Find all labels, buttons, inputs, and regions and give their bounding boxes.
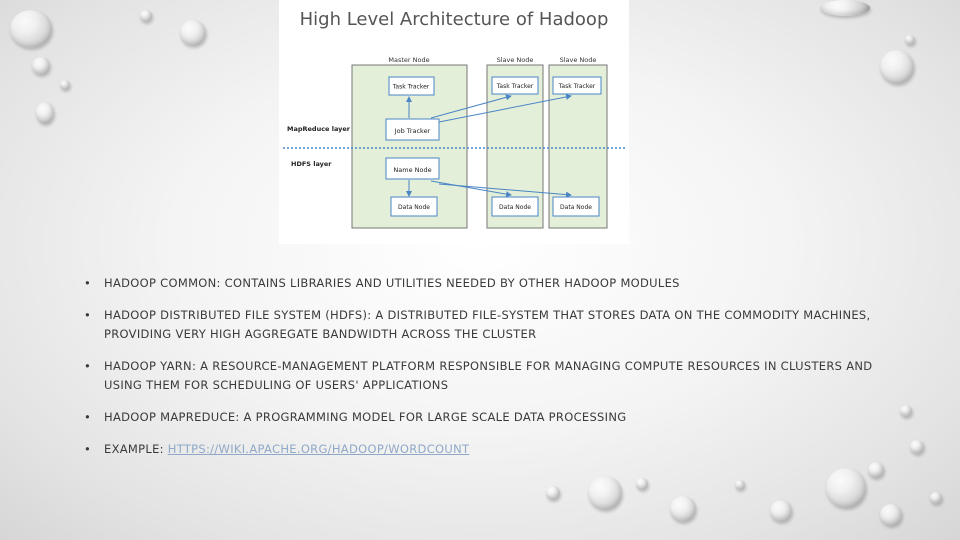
slave2-datanode-box (552, 196, 600, 217)
master-node-label: Master Node (388, 56, 429, 64)
diagram-canvas: Master Node Slave Node Slave Node MapRed… (283, 56, 625, 229)
jobtracker-label: Job Tracker (394, 127, 431, 135)
water-drop-decoration (546, 486, 560, 500)
slave-node-label-2: Slave Node (560, 56, 597, 64)
bullet-text: Hadoop Distributed File System (HDFS): a… (104, 308, 871, 341)
water-drop-decoration (180, 20, 206, 46)
namenode-box (385, 157, 440, 180)
water-drop-decoration (10, 10, 52, 48)
bullet-item-yarn: • Hadoop YARN: a resource-management pla… (84, 357, 904, 395)
slave1-datanode-box (491, 196, 539, 217)
water-drop-decoration (868, 462, 884, 478)
water-drop-decoration (900, 405, 912, 417)
bullet-item-hdfs: • Hadoop Distributed File System (HDFS):… (84, 306, 904, 344)
bullet-text: Hadoop YARN: a resource-management platf… (104, 359, 873, 392)
namenode-label: Name Node (393, 166, 431, 174)
water-drop-decoration (32, 57, 50, 75)
wordcount-link[interactable]: https://wiki.apache.org/hadoop/WordCount (167, 442, 470, 456)
water-drop-decoration (636, 478, 648, 490)
bullet-item-mapreduce: • Hadoop MapReduce: a programming model … (84, 408, 904, 427)
water-drop-decoration (880, 504, 902, 526)
arrow-jobtracker-to-slave1-tasktracker (430, 94, 512, 119)
bullet-text: Example: (104, 442, 168, 456)
arrow-namenode-to-slave2-datanode (438, 183, 572, 198)
bullet-dot: • (84, 308, 92, 322)
slave2-tasktracker-label: Task Tracker (558, 83, 596, 90)
arrow-jobtracker-to-slave2-tasktracker (438, 94, 572, 123)
master-tasktracker-box (388, 76, 435, 96)
bullet-dot: • (84, 276, 92, 290)
water-drop-decoration (820, 0, 870, 16)
water-drop-decoration (588, 476, 622, 510)
slave1-tasktracker-box (491, 76, 539, 95)
slave2-datanode-label: Data Node (560, 204, 592, 211)
master-datanode-box (390, 196, 438, 217)
water-drop-decoration (770, 500, 792, 522)
architecture-diagram: High Level Architecture of Hadoop Master… (279, 0, 629, 244)
water-drop-decoration (930, 492, 942, 504)
bullet-item-example: • Example: https://wiki.apache.org/hadoo… (84, 440, 904, 459)
slave-node-label-1: Slave Node (497, 56, 534, 64)
slave1-tasktracker-label: Task Tracker (496, 83, 534, 90)
water-drop-decoration (880, 50, 914, 84)
water-drop-decoration (140, 10, 152, 22)
master-tasktracker-label: Task Tracker (392, 84, 430, 91)
bullet-dot: • (84, 359, 92, 373)
mapreduce-layer-label: MapReduce layer (287, 125, 351, 133)
bullet-dot: • (84, 442, 92, 456)
bullet-list: • Hadoop Common: contains libraries and … (84, 274, 904, 472)
water-drop-decoration (735, 480, 745, 490)
arrow-namenode-to-slave1-datanode (430, 180, 512, 198)
jobtracker-box (385, 118, 440, 141)
bullet-text: Hadoop MapReduce: a programming model fo… (104, 410, 627, 424)
bullet-item-hadoop-common: • Hadoop Common: contains libraries and … (84, 274, 904, 293)
water-drop-decoration (905, 35, 915, 45)
bullet-text: Hadoop Common: contains libraries and ut… (104, 276, 680, 290)
diagram-title: High Level Architecture of Hadoop (299, 9, 609, 30)
slave1-datanode-label: Data Node (499, 204, 531, 211)
water-drop-decoration (60, 80, 70, 90)
hdfs-layer-label: HDFS layer (291, 160, 332, 168)
bullet-dot: • (84, 410, 92, 424)
slave2-tasktracker-box (552, 76, 602, 95)
water-drop-decoration (36, 102, 54, 124)
water-drop-decoration (826, 468, 866, 508)
water-drop-decoration (910, 440, 924, 454)
master-datanode-label: Data Node (398, 204, 430, 211)
water-drop-decoration (670, 496, 696, 522)
